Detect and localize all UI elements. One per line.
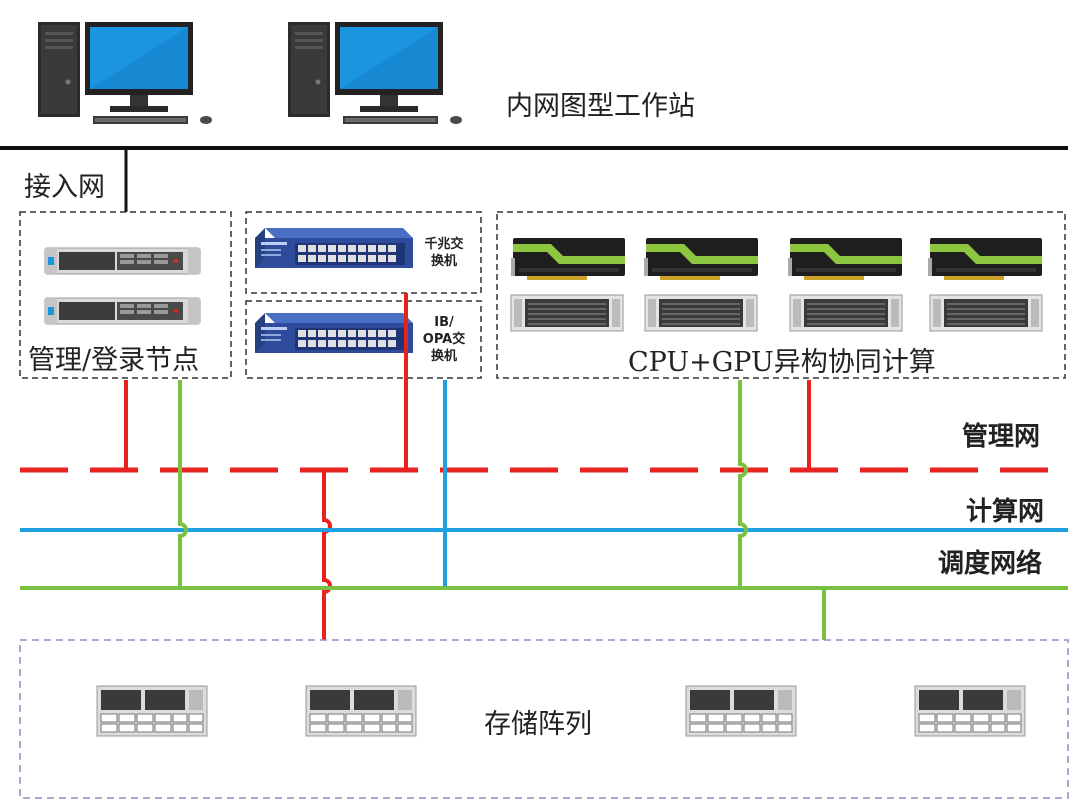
gpu-card-icon xyxy=(644,238,758,280)
ib-switch-label-line2: OPA交 xyxy=(422,332,466,347)
scheduling-drop-nodes xyxy=(178,380,188,588)
compute-network-label: 计算网 xyxy=(966,497,1045,527)
gigabit-switch-label: 千兆交 换机 xyxy=(420,236,468,270)
storage-array-label: 存储阵列 xyxy=(484,709,592,740)
gpu-server-icon xyxy=(929,294,1043,332)
gpu-server-icon xyxy=(789,294,903,332)
gpu-card-icon xyxy=(511,238,625,280)
gigabit-switch-icon xyxy=(255,228,413,268)
mgmt-node-box xyxy=(19,211,232,379)
rack-server-icon xyxy=(44,247,201,275)
gigabit-switch-label-line2: 换机 xyxy=(430,254,457,269)
workstation-2-icon xyxy=(288,22,462,124)
scheduling-network-label: 调度网络 xyxy=(938,549,1043,579)
gpu-card-icon xyxy=(788,238,902,280)
mgmt-network-label: 管理网 xyxy=(962,422,1041,452)
storage-unit-icon xyxy=(914,685,1026,737)
scheduling-drop-compute xyxy=(738,380,748,588)
workstation-1-icon xyxy=(38,22,212,124)
rack-server-icon xyxy=(44,297,201,325)
ib-switch-box xyxy=(245,300,482,379)
gpu-card-icon xyxy=(928,238,1042,280)
mgmt-nodes-label: 管理/登录节点 xyxy=(28,345,200,376)
gigabit-switch-label-line1: 千兆交 xyxy=(424,237,464,252)
storage-unit-icon xyxy=(685,685,797,737)
compute-cluster-label: CPU+GPU异构协同计算 xyxy=(628,347,936,378)
storage-unit-icon xyxy=(96,685,208,737)
storage-unit-icon xyxy=(305,685,417,737)
access-network-label: 接入网 xyxy=(24,172,105,203)
ib-switch-label-line1: IB/ xyxy=(434,315,454,330)
mgmt-drop-storage xyxy=(322,470,332,640)
gpu-server-icon xyxy=(510,294,624,332)
workstations-label: 内网图型工作站 xyxy=(506,91,695,122)
gpu-server-icon xyxy=(644,294,758,332)
storage-array-box xyxy=(19,639,1069,799)
ib-switch-label: IB/ OPA交 换机 xyxy=(420,314,468,365)
compute-cluster-box xyxy=(496,211,1066,379)
ib-switch-label-line3: 换机 xyxy=(430,349,457,364)
gigabit-switch-box xyxy=(245,211,482,294)
ib-switch-icon xyxy=(255,313,413,353)
